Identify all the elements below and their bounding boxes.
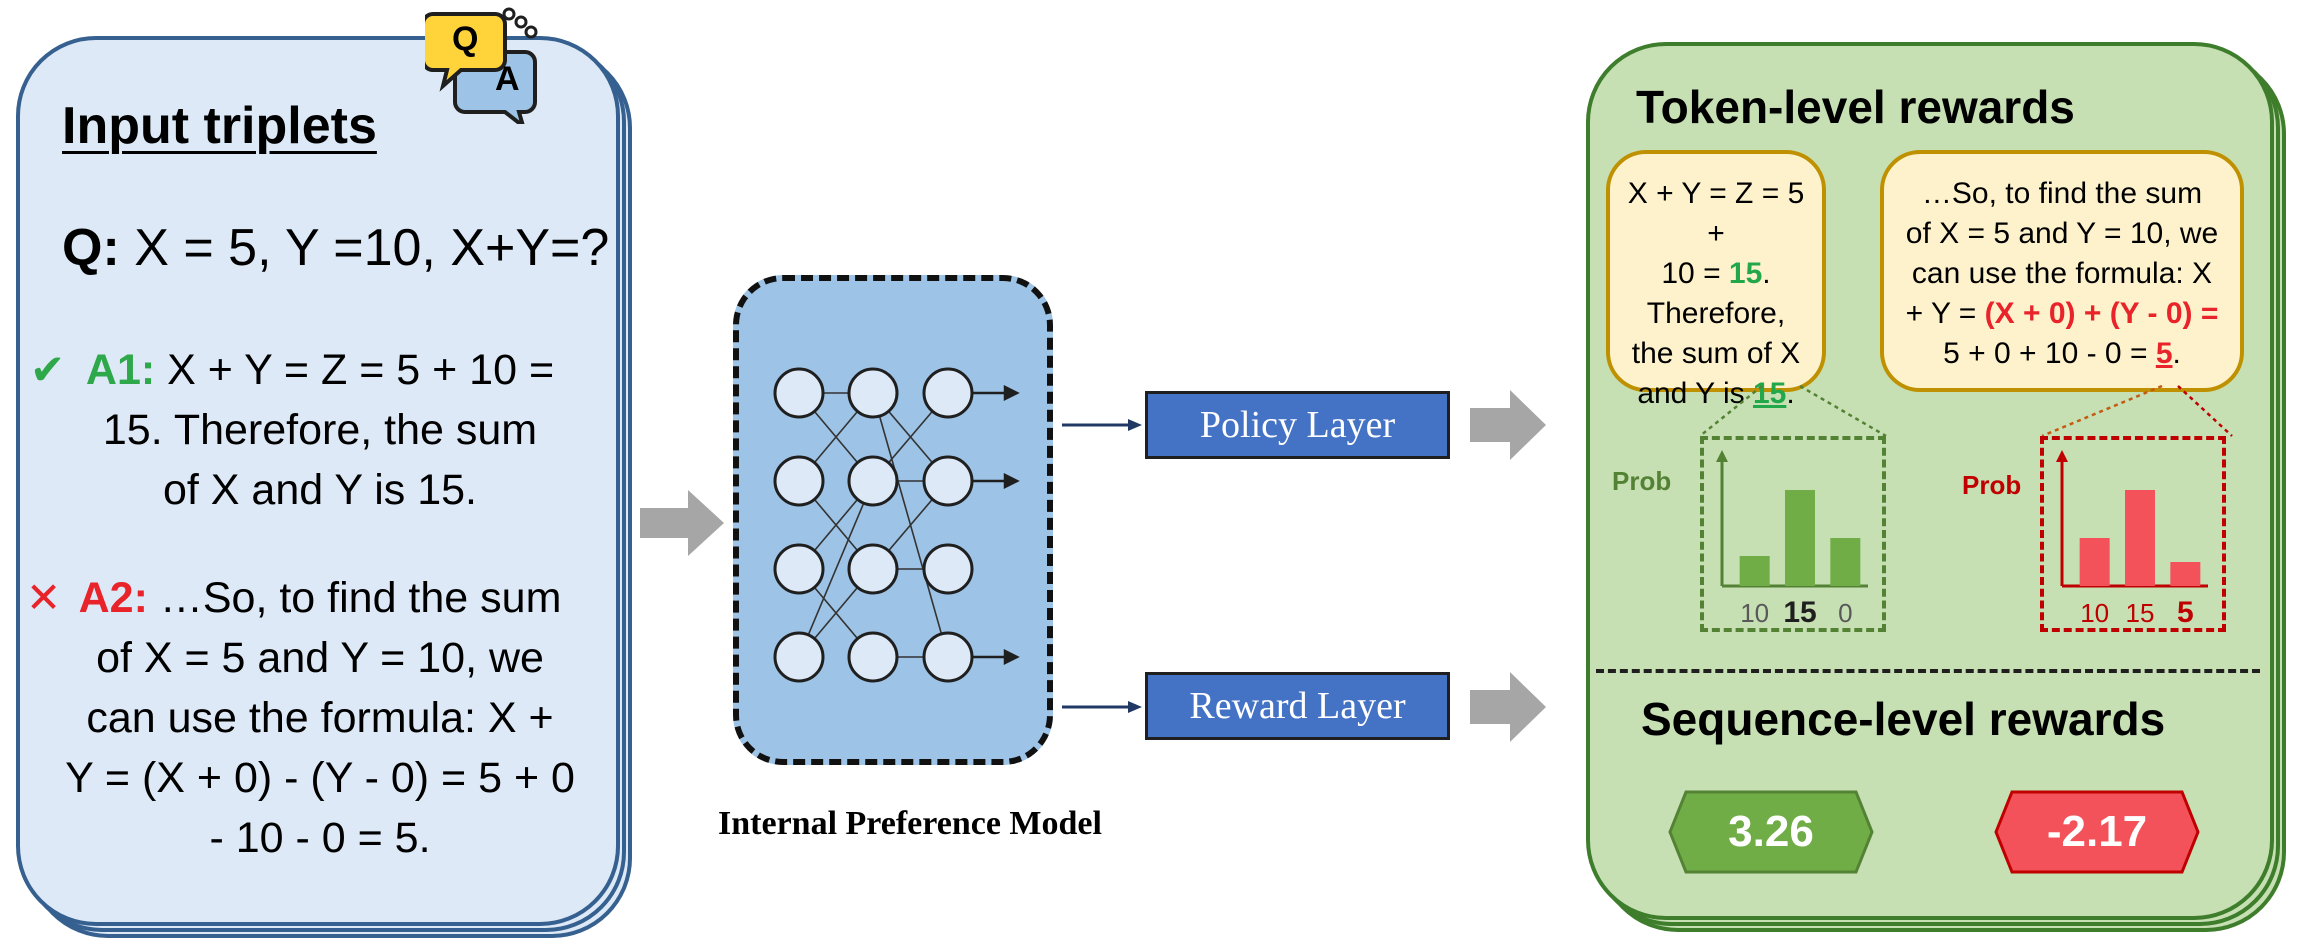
good-chart-bar-0 (1830, 538, 1861, 586)
sequence-score-bad: -2.17 (2046, 807, 2148, 856)
token-bubble-good: X + Y = Z = 5 + 10 = 15. Therefore, the … (1606, 150, 1826, 410)
bad-formula-tokens: (X + 0) + (Y - 0) = (1984, 297, 2219, 330)
input-triplets-title: Input triplets (62, 97, 377, 155)
good-final-token: 15 (1752, 377, 1787, 410)
answer-2: A2: …So, to find the sum of X = 5 and Y … (40, 568, 600, 868)
answer-2-line-1: A2: …So, to find the sum (78, 574, 562, 622)
prob-chart-bad: 10 15 5 (2056, 450, 2208, 629)
answer-1-label: A1: (85, 346, 156, 394)
input-triplets-panel (16, 36, 620, 926)
good-answer-token: 15 (1728, 257, 1763, 290)
reward-layer-box: Reward Layer (1145, 672, 1450, 740)
score-hex-bad-shape (1994, 790, 2200, 874)
reward-to-sequence-arrow-icon (1470, 672, 1546, 742)
bad-chart-tick-10: 10 (2080, 598, 2109, 628)
reward-layer-label: Reward Layer (1189, 685, 1406, 727)
question-line: Q: X = 5, Y =10, X+Y=? (62, 218, 609, 278)
model-to-reward-arrow-icon (1062, 701, 1142, 713)
bad-chart-y-arrow (2056, 450, 2068, 462)
sequence-score-good: 3.26 (1728, 807, 1814, 856)
answer-1-line-3: of X and Y is 15. (163, 466, 477, 514)
good-chart-bar-10 (1739, 556, 1770, 586)
answer-2-line-4: Y = (X + 0) - (Y - 0) = 5 + 0 (65, 754, 575, 802)
answer-2-label: A2: (78, 574, 148, 622)
prob-label-bad: Prob (1962, 470, 2022, 500)
bad-chart-tick-15: 15 (2126, 598, 2155, 628)
model-to-policy-arrow-icon (1062, 419, 1142, 431)
zoom-lines (1699, 384, 2233, 438)
prob-chart-bad-frame (2040, 436, 2226, 632)
panel-divider (1596, 669, 2260, 673)
answer-1-line-1: A1: X + Y = Z = 5 + 10 = (85, 346, 555, 394)
internal-preference-model-box (733, 275, 1053, 765)
input-to-model-arrow-icon (640, 490, 724, 556)
bad-final-token: 5 (2155, 337, 2173, 370)
question-text: X = 5, Y =10, X+Y=? (119, 219, 610, 277)
bad-chart-bar-15 (2125, 490, 2155, 586)
policy-layer-label: Policy Layer (1199, 404, 1396, 446)
bad-chart-bar-5 (2170, 562, 2201, 586)
score-hex-good-shape (1668, 790, 1874, 874)
good-chart-tick-15: 15 (1783, 596, 1816, 629)
qa-icon-q-letter: Q (452, 20, 479, 58)
policy-to-token-arrow-icon (1470, 390, 1546, 460)
prob-label-good: Prob (1612, 466, 1672, 496)
good-chart-y-arrow (1716, 450, 1728, 462)
qa-chat-icon (425, 7, 538, 124)
policy-layer-box: Policy Layer (1145, 391, 1450, 459)
good-chart-tick-0: 0 (1838, 598, 1852, 628)
bad-chart-bar-10 (2079, 538, 2110, 586)
cross-icon: ✕ (26, 574, 62, 621)
good-chart-tick-10: 10 (1740, 598, 1769, 628)
chat-bubble-q-icon (425, 12, 507, 92)
good-chart-bar-15 (1785, 490, 1815, 586)
prob-chart-good: 10 15 0 (1716, 450, 1868, 629)
token-bubble-bad: …So, to find the sum of X = 5 and Y = 10… (1880, 150, 2244, 392)
neural-network-icon (773, 367, 1020, 683)
sequence-level-title: Sequence-level rewards (1641, 693, 2166, 745)
answer-1-line-2: 15. Therefore, the sum (102, 406, 538, 454)
question-label: Q: (62, 219, 120, 277)
bad-chart-tick-5: 5 (2177, 596, 2194, 629)
model-caption: Internal Preference Model (718, 805, 1102, 842)
token-level-title: Token-level rewards (1636, 81, 2075, 133)
qa-icon-a-letter: A (495, 60, 520, 98)
answer-2-line-3: can use the formula: X + (86, 694, 554, 742)
answer-2-line-2: of X = 5 and Y = 10, we (96, 634, 544, 682)
answer-1: A1: X + Y = Z = 5 + 10 = 15. Therefore, … (40, 340, 600, 520)
answer-2-line-5: - 10 - 0 = 5. (209, 814, 431, 862)
prob-chart-good-frame (1700, 436, 1886, 632)
checkmark-icon: ✔ (30, 346, 66, 393)
